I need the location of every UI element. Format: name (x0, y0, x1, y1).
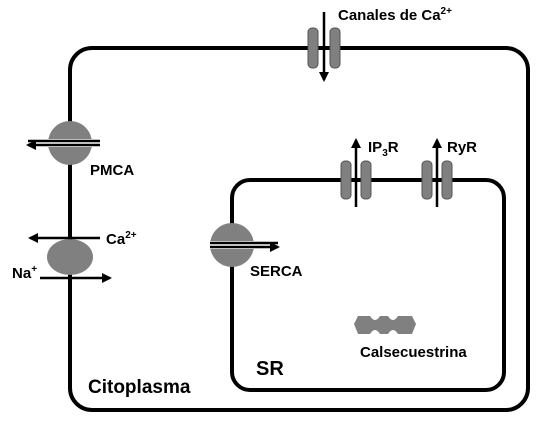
ip3r-label: IP3R (368, 139, 399, 159)
calsequestrin-label: Calsecuestrina (360, 344, 467, 361)
calcium-ion-label: Ca2+ (106, 230, 137, 248)
pmca-label: PMCA (90, 162, 134, 179)
ncx-exchanger (28, 233, 112, 283)
pmca-pump (26, 121, 100, 165)
serca-pump (206, 223, 280, 267)
ryr-channel (421, 138, 453, 207)
sr-label: SR (256, 358, 284, 380)
ryr-label: RyR (447, 139, 477, 156)
ip3r-channel (340, 138, 372, 207)
cytoplasm-label: Citoplasma (88, 377, 191, 398)
cell-membrane (68, 46, 530, 412)
calsequestrin-shape (354, 316, 416, 334)
calcium-channel (307, 12, 341, 82)
serca-label: SERCA (250, 263, 303, 280)
sodium-ion-label: Na+ (12, 264, 37, 282)
calcium-channel-label: Canales de Ca2+ (338, 6, 452, 24)
